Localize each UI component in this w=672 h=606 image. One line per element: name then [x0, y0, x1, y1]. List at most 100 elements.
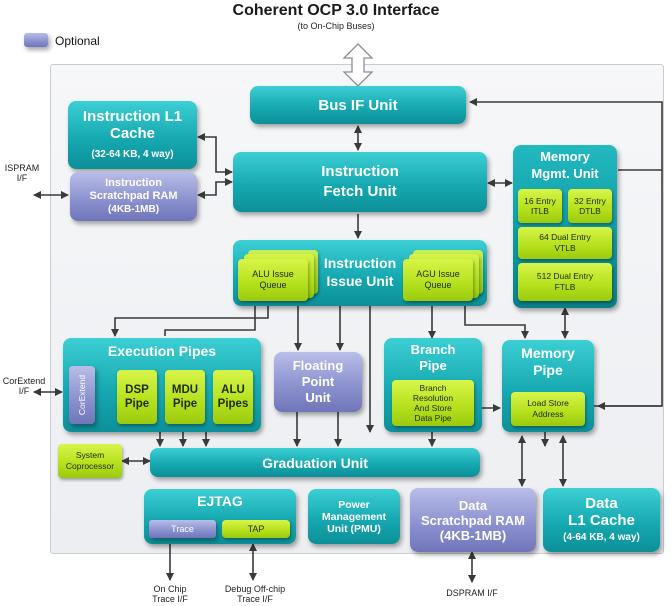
pmu-line2: Management [321, 510, 387, 523]
dspram-line2: Scratchpad RAM [420, 512, 526, 528]
branch-line2: Pipe [419, 358, 447, 373]
dtlb: 32 Entry DTLB [568, 189, 612, 223]
tap-label: TAP [247, 524, 265, 534]
trace-block: Trace [149, 520, 216, 538]
mdu-line2: Pipe [172, 398, 198, 410]
pmu-line1: Power [338, 498, 370, 511]
iiu-line2: Issue Unit [326, 273, 394, 289]
branch-line1: Branch [410, 342, 456, 357]
instruction-issue-unit: ALU Issue Queue Instruction Issue Unit A… [233, 240, 487, 306]
power-management-unit: Power Management Unit (PMU) [308, 489, 400, 544]
alu-queue-line1: ALU Issue [252, 269, 294, 279]
vtlb-line1: 64 Dual Entry [539, 232, 591, 242]
dtlb-line2: DTLB [579, 206, 601, 216]
mempipe-line2: Pipe [533, 362, 563, 378]
diagram-subtitle: (to On-Chip Buses) [297, 21, 375, 31]
dspram-detail: (4KB-1MB) [439, 527, 507, 543]
dspram-line1: Data [458, 497, 488, 513]
mdu-line1: MDU [171, 384, 199, 396]
dsp-pipe: DSP Pipe [117, 370, 157, 424]
branch-detail-3: And Store [414, 403, 452, 413]
memory-mgmt-unit: Memory Mgmt. Unit 16 Entry ITLB 32 Entry… [513, 145, 617, 308]
instruction-fetch-unit: Instruction Fetch Unit [233, 152, 487, 212]
ifu-line2: Fetch Unit [323, 183, 397, 200]
dsp-line2: Pipe [124, 398, 150, 410]
branch-pipe: Branch Pipe Branch Resolution And Store … [384, 338, 482, 432]
mempipe-line1: Memory [521, 345, 575, 361]
agu-issue-queue: AGU Issue Queue [403, 259, 473, 301]
memory-pipe: Memory Pipe Load Store Address [502, 340, 594, 432]
alu-queue-line2: Queue [259, 280, 287, 290]
ftlb-line1: 512 Dual Entry [536, 271, 594, 281]
bus-if-label: Bus IF Unit [318, 96, 398, 114]
dtlb-line1: 32 Entry [574, 196, 606, 206]
fpu-line1: Floating [292, 358, 344, 373]
dspram-if-label: DSPRAM I/F [446, 588, 498, 598]
bus-if-unit: Bus IF Unit [250, 86, 466, 124]
dcache-line1: Data [585, 494, 618, 512]
alu-issue-queue: ALU Issue Queue [238, 259, 308, 301]
graduation-unit: Graduation Unit [150, 448, 480, 477]
branch-detail-1: Branch [419, 383, 447, 393]
icache-line1: Instruction L1 [82, 107, 183, 125]
dcache-detail: (4-64 KB, 4 way) [563, 531, 640, 543]
floating-point-unit: Floating Point Unit [274, 352, 362, 412]
itlb-line2: ITLB [531, 206, 549, 216]
fpu-line3: Unit [305, 390, 331, 405]
trace-label: Trace [171, 524, 194, 534]
system-coprocessor: System Coprocessor [58, 444, 122, 478]
ftlb-line2: FTLB [554, 282, 576, 292]
dsp-line1: DSP [125, 384, 149, 396]
alu-pipes: ALU Pipes [213, 370, 253, 424]
grad-label: Graduation Unit [262, 454, 368, 471]
ifu-line1: Instruction [321, 163, 399, 180]
agu-queue-line1: AGU Issue [416, 269, 460, 279]
lsa-line1: Load Store [527, 398, 569, 408]
exec-title: Execution Pipes [107, 343, 217, 359]
alu-line2: Pipes [217, 398, 249, 410]
alu-line1: ALU [221, 384, 245, 396]
pmu-line3: Unit (PMU) [327, 522, 381, 535]
branch-resolution: Branch Resolution And Store Data Pipe [392, 380, 474, 426]
fpu-line2: Point [301, 374, 335, 389]
execution-pipes: Execution Pipes CorExtend DSP Pipe MDU P… [63, 338, 261, 432]
dcache-line2: L1 Cache [568, 511, 635, 529]
data-l1-cache: Data L1 Cache (4-64 KB, 4 way) [543, 488, 660, 552]
mdu-pipe: MDU Pipe [165, 370, 205, 424]
agu-queue-line2: Queue [424, 280, 452, 290]
instruction-l1-cache: Instruction L1 Cache (32-64 KB, 4 way) [68, 101, 197, 169]
vtlb: 64 Dual Entry VTLB [518, 227, 612, 259]
corextend-block: CorExtend [69, 366, 95, 424]
load-store-address: Load Store Address [511, 392, 585, 426]
ejtag: EJTAG Trace TAP [144, 489, 296, 544]
iiu-line1: Instruction [323, 255, 397, 271]
syscop-line2: Coprocessor [65, 461, 115, 471]
ftlb: 512 Dual Entry FTLB [518, 263, 612, 301]
legend-label: Optional [55, 34, 100, 48]
icache-line2: Cache [109, 124, 156, 142]
corextend-label: CorExtend [77, 374, 87, 416]
icache-detail: (32-64 KB, 4 way) [91, 148, 174, 160]
ispram-line2: Scratchpad RAM [89, 190, 178, 202]
legend-swatch [24, 33, 48, 47]
lsa-line2: Address [532, 409, 564, 419]
vtlb-line2: VTLB [554, 243, 576, 253]
branch-detail-4: Data Pipe [414, 413, 452, 423]
itlb: 16 Entry ITLB [518, 189, 562, 223]
tap-block: TAP [222, 520, 290, 538]
branch-detail-2: Resolution [412, 393, 454, 403]
syscop-line1: System [75, 450, 105, 460]
diagram-title: Coherent OCP 3.0 Interface [232, 2, 440, 19]
mmu-line1: Memory [540, 149, 590, 164]
ispram-detail: (4KB-1MB) [107, 204, 160, 215]
itlb-line1: 16 Entry [524, 196, 556, 206]
ispram-line1: Instruction [105, 177, 162, 189]
instruction-scratchpad-ram: Instruction Scratchpad RAM (4KB-1MB) [70, 172, 197, 221]
ejtag-title: EJTAG [197, 493, 243, 509]
mmu-line2: Mgmt. Unit [531, 166, 599, 181]
